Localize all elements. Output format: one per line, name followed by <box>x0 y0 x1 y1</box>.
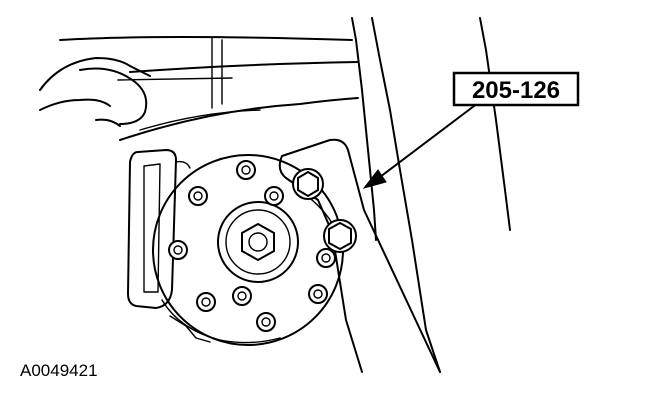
crankshaft-flange <box>152 154 344 346</box>
hand-illustration <box>39 37 233 127</box>
bracket-left <box>127 149 191 309</box>
flange-bolts <box>168 160 336 332</box>
callout-label: 205-126 <box>472 77 560 104</box>
holding-tool <box>278 138 441 373</box>
housing-outline <box>59 17 511 373</box>
figure-reference-id: A0049421 <box>20 361 98 380</box>
callout-arrow <box>362 99 483 189</box>
callout-box: 205-126 <box>452 71 580 107</box>
center-nut <box>241 222 275 262</box>
